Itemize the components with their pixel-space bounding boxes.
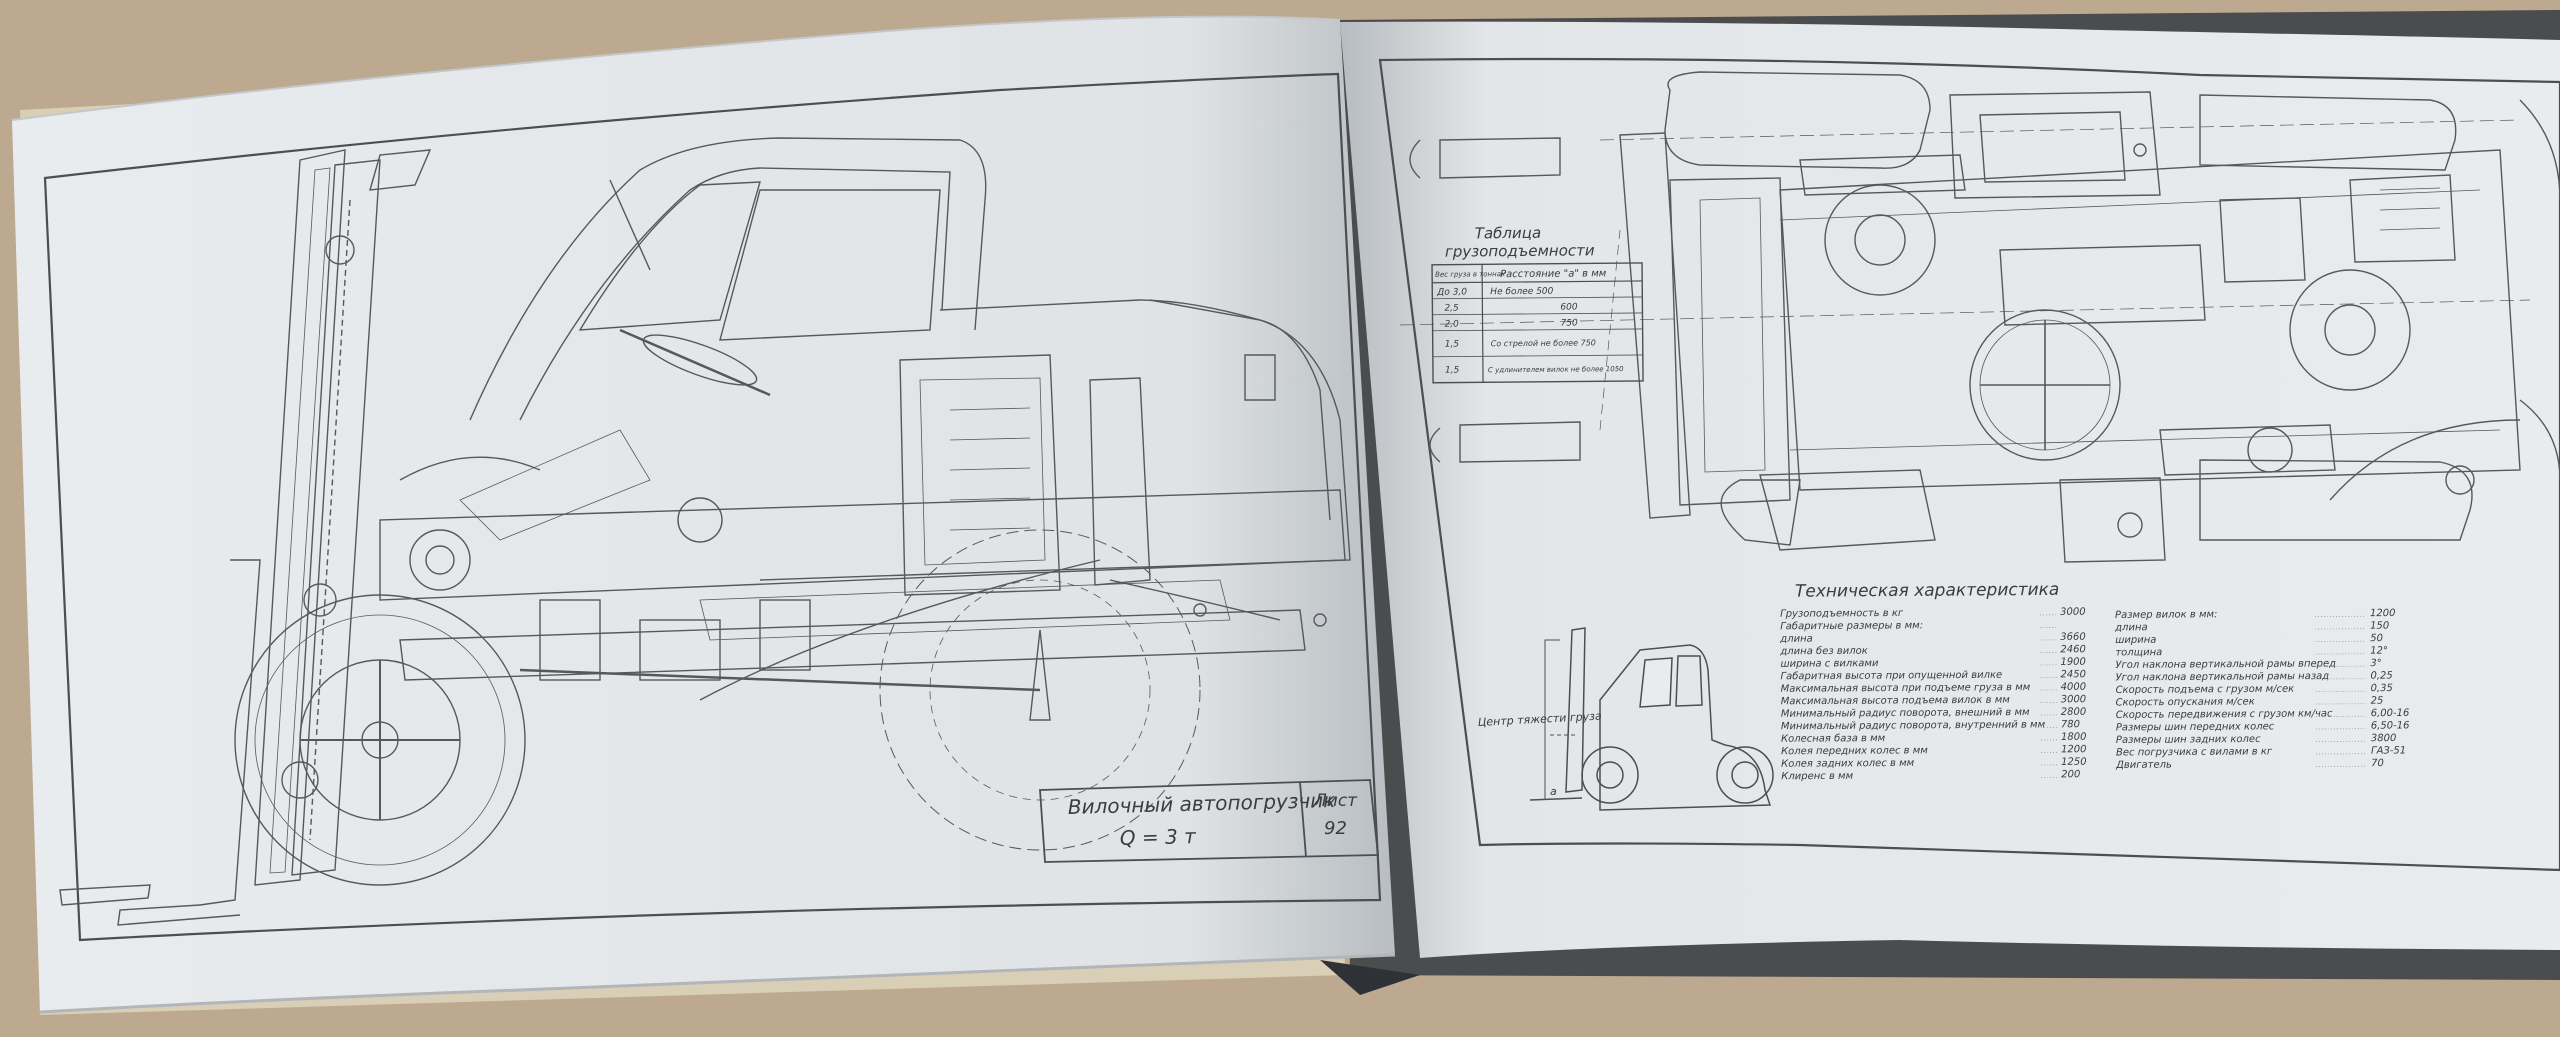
load-table-r4-weight: 1,5 bbox=[1445, 366, 1460, 376]
dimension-a-label: a bbox=[1550, 785, 1557, 798]
right-label-8: Скорость передвижения с грузом км/час bbox=[2116, 708, 2333, 721]
right-value-2: 50 bbox=[2370, 633, 2383, 644]
load-table-r1-weight: 2,5 bbox=[1444, 304, 1459, 314]
right-label-11: Вес погрузчика с вилами в кг bbox=[2116, 746, 2273, 758]
load-table-r2-distance: 750 bbox=[1561, 318, 1579, 328]
load-capacity-table: Таблица грузоподъемности Вес груза в тон… bbox=[1431, 224, 1644, 384]
load-table-r4-distance: С удлинителем вилок не более 1050 bbox=[1488, 365, 1624, 374]
right-label-5: Угол наклона вертикальной рамы назад bbox=[2115, 671, 2329, 683]
right-value-8: 6,00-16 bbox=[2371, 708, 2410, 719]
right-label-0: Размер вилок в мм: bbox=[2115, 609, 2217, 621]
left-value-4: 1900 bbox=[2060, 657, 2086, 668]
load-table-r0-weight: До 3,0 bbox=[1436, 287, 1467, 297]
right-label-1: длина bbox=[2114, 622, 2148, 633]
right-value-7: 25 bbox=[2371, 696, 2384, 707]
right-value-12: 70 bbox=[2371, 758, 2384, 769]
left-title-block: Вилочный автопогрузчик Q = 3 т Лист 92 bbox=[1039, 779, 1379, 863]
load-table-title-2: грузоподъемности bbox=[1445, 241, 1595, 260]
left-label-4: ширина с вилками bbox=[1780, 658, 1879, 670]
left-label-6: Максимальная высота при подъеме груза в … bbox=[1781, 682, 2031, 695]
left-value-5: 2450 bbox=[2060, 669, 2086, 680]
right-label-7: Скорость опускания м/сек bbox=[2116, 696, 2255, 708]
left-value-9: 780 bbox=[2061, 719, 2080, 730]
right-value-9: 6,50-16 bbox=[2371, 720, 2410, 731]
right-label-12: Двигатель bbox=[2115, 760, 2172, 771]
right-value-10: 3800 bbox=[2371, 733, 2397, 744]
left-label-10: Колесная база в мм bbox=[1781, 732, 1886, 745]
left-label-8: Минимальный радиус поворота, внешний в м… bbox=[1781, 707, 2030, 720]
load-table-title-1: Таблица bbox=[1475, 224, 1541, 243]
right-label-2: ширина bbox=[2115, 635, 2156, 646]
left-label-11: Колея передних колес в мм bbox=[1781, 745, 1928, 757]
left-label-2: длина bbox=[1779, 634, 1813, 645]
left-label-1: Габаритные размеры в мм: bbox=[1780, 619, 1923, 632]
right-page bbox=[1340, 21, 2560, 958]
center-of-gravity-label: Центр тяжести груза bbox=[1477, 710, 1602, 729]
specs-title: Техническая характеристика bbox=[1795, 580, 2060, 602]
left-value-13: 200 bbox=[2061, 769, 2080, 780]
load-table-col-distance: Расстояние "a" в мм bbox=[1500, 268, 1607, 280]
left-value-12: 1250 bbox=[2061, 757, 2087, 768]
load-table-r0-distance: Не более 500 bbox=[1490, 287, 1553, 298]
title-block-sheet-number: 92 bbox=[1324, 818, 1347, 839]
left-label-0: Грузоподъемность в кг bbox=[1780, 608, 1904, 620]
left-value-7: 3000 bbox=[2061, 694, 2087, 705]
load-table-r3-distance: Со стрелой не более 750 bbox=[1491, 338, 1596, 348]
load-table-r3-weight: 1,5 bbox=[1445, 340, 1460, 350]
right-value-0: 1200 bbox=[2370, 608, 2396, 619]
left-label-7: Максимальная высота подъема вилок в мм bbox=[1781, 695, 2011, 708]
left-label-3: длина без вилок bbox=[1779, 645, 1868, 658]
specs-right-column: Размер вилок в мм: 1200 длина 150 ширина 50 то… bbox=[2114, 608, 2410, 771]
title-block-capacity: Q = 3 т bbox=[1120, 824, 1198, 850]
right-label-3: толщина bbox=[2115, 647, 2162, 658]
left-value-10: 1800 bbox=[2061, 732, 2087, 743]
left-label-12: Колея задних колес в мм bbox=[1781, 758, 1915, 770]
load-table-r1-distance: 600 bbox=[1560, 302, 1578, 312]
left-label-13: Клиренс в мм bbox=[1781, 771, 1853, 783]
right-label-4: Угол наклона вертикальной рамы вперед bbox=[2115, 658, 2336, 671]
forklift-inset-drawing bbox=[1529, 627, 1774, 811]
left-value-3: 2460 bbox=[2060, 644, 2086, 655]
right-value-1: 150 bbox=[2370, 621, 2389, 632]
right-value-4: 3° bbox=[2370, 658, 2381, 669]
right-label-10: Размеры шин задних колес bbox=[2116, 734, 2261, 746]
right-value-5: 0,25 bbox=[2370, 671, 2392, 682]
title-block-sheet-label: Лист bbox=[1313, 791, 1358, 811]
right-value-6: 0,35 bbox=[2371, 683, 2393, 694]
left-value-8: 2800 bbox=[2061, 707, 2087, 718]
left-value-11: 1200 bbox=[2061, 744, 2087, 755]
left-value-0: 3000 bbox=[2060, 607, 2086, 618]
right-label-9: Размеры шин передних колес bbox=[2116, 721, 2275, 733]
right-value-3: 12° bbox=[2370, 646, 2388, 657]
left-value-2: 3660 bbox=[2060, 632, 2086, 643]
right-value-11: ГАЗ-51 bbox=[2371, 745, 2406, 756]
left-value-6: 4000 bbox=[2061, 682, 2087, 693]
load-table-col-weight: Вес груза в тоннах bbox=[1435, 270, 1506, 279]
load-table-r2-weight: 2,0 bbox=[1445, 320, 1460, 330]
left-label-9: Минимальный радиус поворота, внутренний … bbox=[1781, 719, 2046, 732]
right-label-6: Скорость подъема с грузом м/сек bbox=[2116, 684, 2295, 696]
left-page bbox=[11, 15, 1396, 1014]
left-label-5: Габаритная высота при опущенной вилке bbox=[1780, 669, 2002, 683]
specifications: Техническая характеристика bbox=[1795, 580, 2060, 602]
